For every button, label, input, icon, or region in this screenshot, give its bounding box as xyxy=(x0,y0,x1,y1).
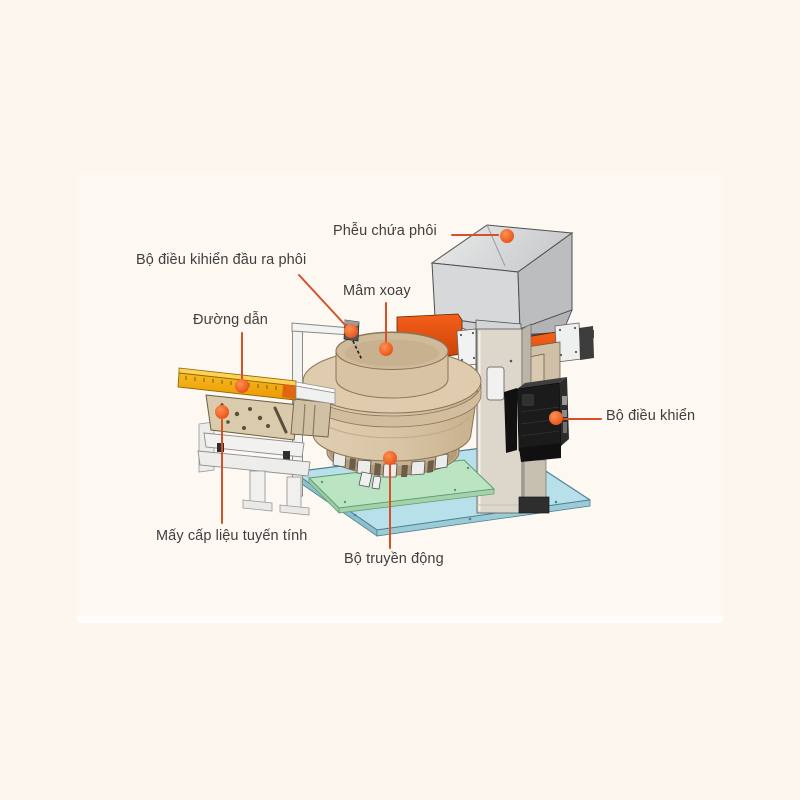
controller-box-illustration xyxy=(504,377,569,462)
output-chute xyxy=(295,385,336,405)
feeder-leg xyxy=(286,476,302,511)
label-connectors xyxy=(221,234,602,549)
dot-guide-track xyxy=(235,379,249,393)
label-drive-unit: Bộ truyền động xyxy=(344,551,444,567)
label-dots xyxy=(215,229,563,465)
dot-linear-feeder xyxy=(215,405,229,419)
dot-output-controller xyxy=(344,324,358,338)
diagram-canvas: Phễu chứa phôi Bộ điều kihiển đầu ra phô… xyxy=(77,173,723,623)
feeder-block xyxy=(205,394,300,441)
label-output-controller: Bộ điều kihiển đầu ra phôi xyxy=(136,252,307,268)
label-rotary-bowl: Mâm xoay xyxy=(343,283,411,299)
label-hopper: Phễu chứa phôi xyxy=(333,223,437,239)
connector-output-controller-line xyxy=(298,274,348,328)
dot-hopper xyxy=(500,229,514,243)
dot-rotary-bowl xyxy=(379,342,393,356)
canvas-bottom-strip xyxy=(77,616,723,623)
label-linear-feeder: Mấy cấp liệu tuyến tính xyxy=(156,528,308,544)
dot-drive-unit xyxy=(383,451,397,465)
label-guide-track: Đường dẫn xyxy=(193,312,268,328)
dot-controller xyxy=(549,411,563,425)
bowl-illustration xyxy=(302,331,482,490)
label-controller: Bộ điều khiển xyxy=(606,408,696,424)
machine-illustration xyxy=(177,224,602,549)
feeder-leg xyxy=(249,470,266,505)
linear-feeder-illustration xyxy=(177,319,363,516)
